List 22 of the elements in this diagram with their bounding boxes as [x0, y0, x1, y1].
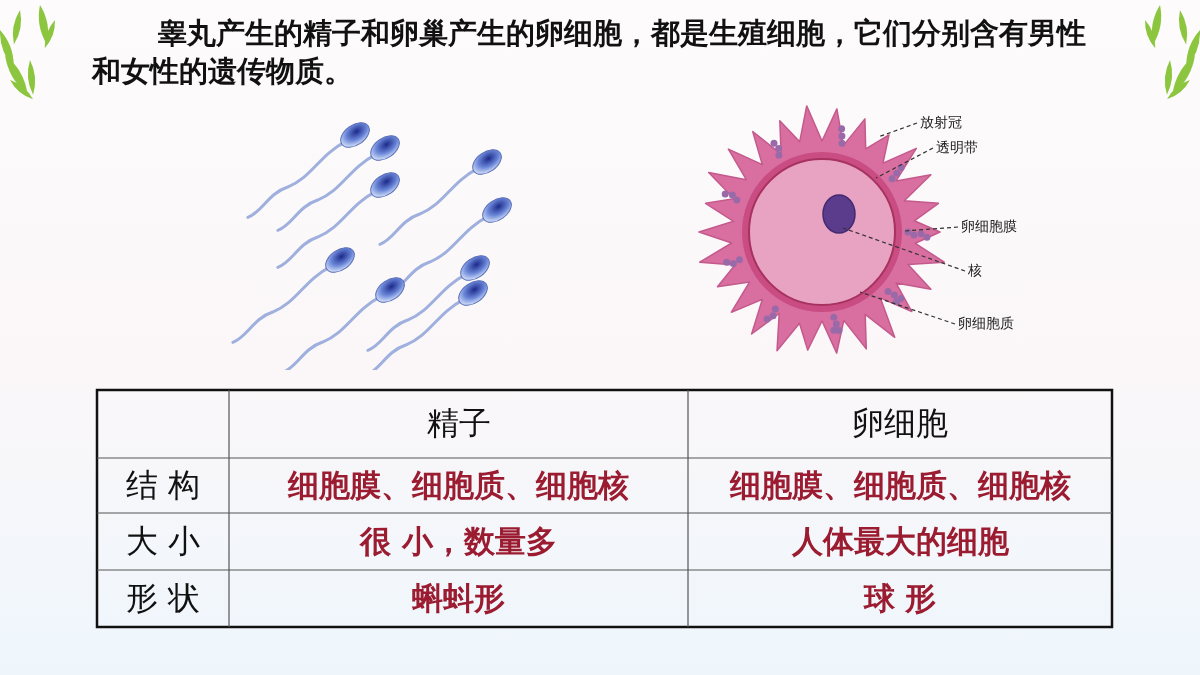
cell-text: 细胞膜、细胞质、细胞核 [288, 465, 629, 505]
column-header: 精子 [426, 403, 491, 444]
part-label: 核 [968, 262, 982, 278]
row-header: 结 构 [125, 464, 201, 506]
leader-line [875, 147, 934, 179]
part-label: 放射冠 [920, 114, 962, 130]
part-label: 卵细胞质 [958, 315, 1014, 331]
row-header: 大 小 [125, 520, 201, 562]
column-header: 卵细胞 [852, 403, 948, 444]
part-label: 卵细胞膜 [961, 218, 1017, 234]
cell-text: 很 小，数量多 [360, 521, 557, 561]
row-header: 形 状 [125, 577, 201, 619]
leader-line [877, 122, 918, 138]
cell-text: 细胞膜、细胞质、细胞核 [729, 465, 1071, 505]
leader-line [859, 291, 956, 325]
cell-text: 人体最大的细胞 [791, 521, 1009, 561]
paragraph-text: 睾丸产生的精子和卵巢产生的卵细胞，都是生殖细胞，它们分别含有男性和女性的遗传物质。 [92, 15, 1087, 90]
leader-line [842, 227, 966, 272]
cell-text: 球 形 [863, 578, 937, 618]
cell-text: 蝌蚪形 [412, 578, 505, 618]
part-label: 透明带 [936, 139, 978, 155]
leader-line [904, 226, 959, 232]
